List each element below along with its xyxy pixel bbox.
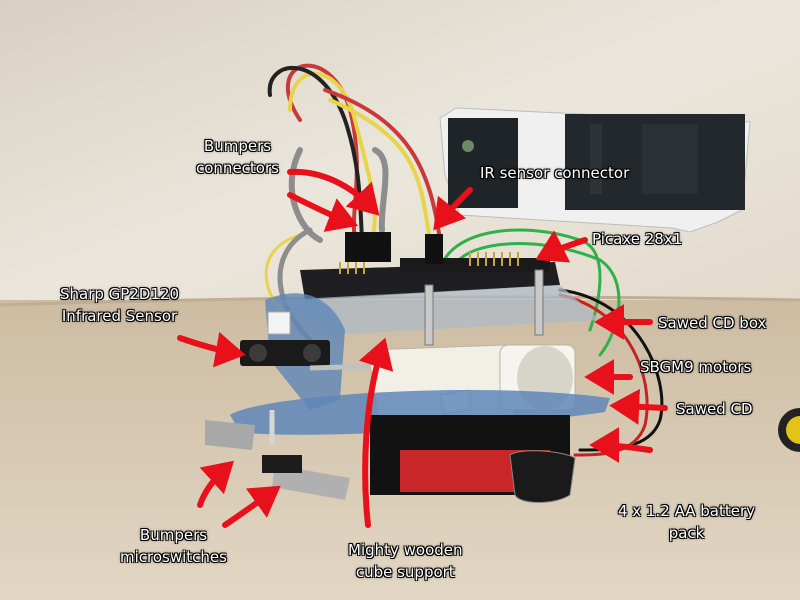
label-wooden-cube: Mighty wooden cube support [348,539,463,583]
battery-pack [370,415,576,503]
label-bumpers-connectors-line2: connectors [196,159,279,177]
label-battery-pack-line2: pack [668,524,705,542]
wall-socket [439,107,751,233]
label-sawed-cd-box: Sawed CD box [658,314,767,332]
label-sawed-cd: Sawed CD [676,400,753,418]
label-bumpers-microswitches: Bumpers microswitches [120,524,227,568]
label-motors: SBGM9 motors [640,358,752,376]
arrow-battery [589,427,653,464]
sawed-cd-plate [230,389,610,435]
label-battery-pack-line1: 4 x 1.2 AA battery [618,502,756,520]
arrow-wooden-cube [358,337,394,528]
label-sharp-sensor-line2: Infrared Sensor [61,307,178,325]
label-bumpers-microswitches-line2: microswitches [120,548,227,566]
annotation-arrows [177,168,668,528]
label-picaxe: Picaxe 28x1 [592,230,683,248]
arrow-bumpers-connectors-1 [287,168,380,216]
label-bumpers-connectors-line1: Bumpers [203,137,272,155]
arrow-bumpers-connectors-2 [287,192,359,232]
arrow-sharp-sensor [177,331,246,368]
bumper-microswitches [205,410,350,500]
sharp-ir-sensor [240,311,330,366]
label-wooden-cube-line2: cube support [355,563,455,581]
arrow-sawed-cd [609,388,668,425]
label-sharp-sensor-line1: Sharp GP2D120 [60,285,180,303]
label-sharp-sensor: Sharp GP2D120 Infrared Sensor [60,283,179,327]
label-bumpers-microswitches-line1: Bumpers [139,526,208,544]
label-bumpers-connectors: Bumpers connectors [196,135,279,179]
label-battery-pack: 4 x 1.2 AA battery pack [618,500,755,544]
arrow-microswitch-2 [222,485,281,528]
picaxe-board [300,232,560,300]
label-ir-sensor-connector: IR sensor connector [480,164,630,182]
sawed-cd-box-plate [280,285,600,335]
arrow-microswitch-1 [197,460,234,508]
label-wooden-cube-line1: Mighty wooden [348,541,463,559]
arrow-ir-connector [433,187,473,231]
arrow-picaxe [535,230,588,263]
